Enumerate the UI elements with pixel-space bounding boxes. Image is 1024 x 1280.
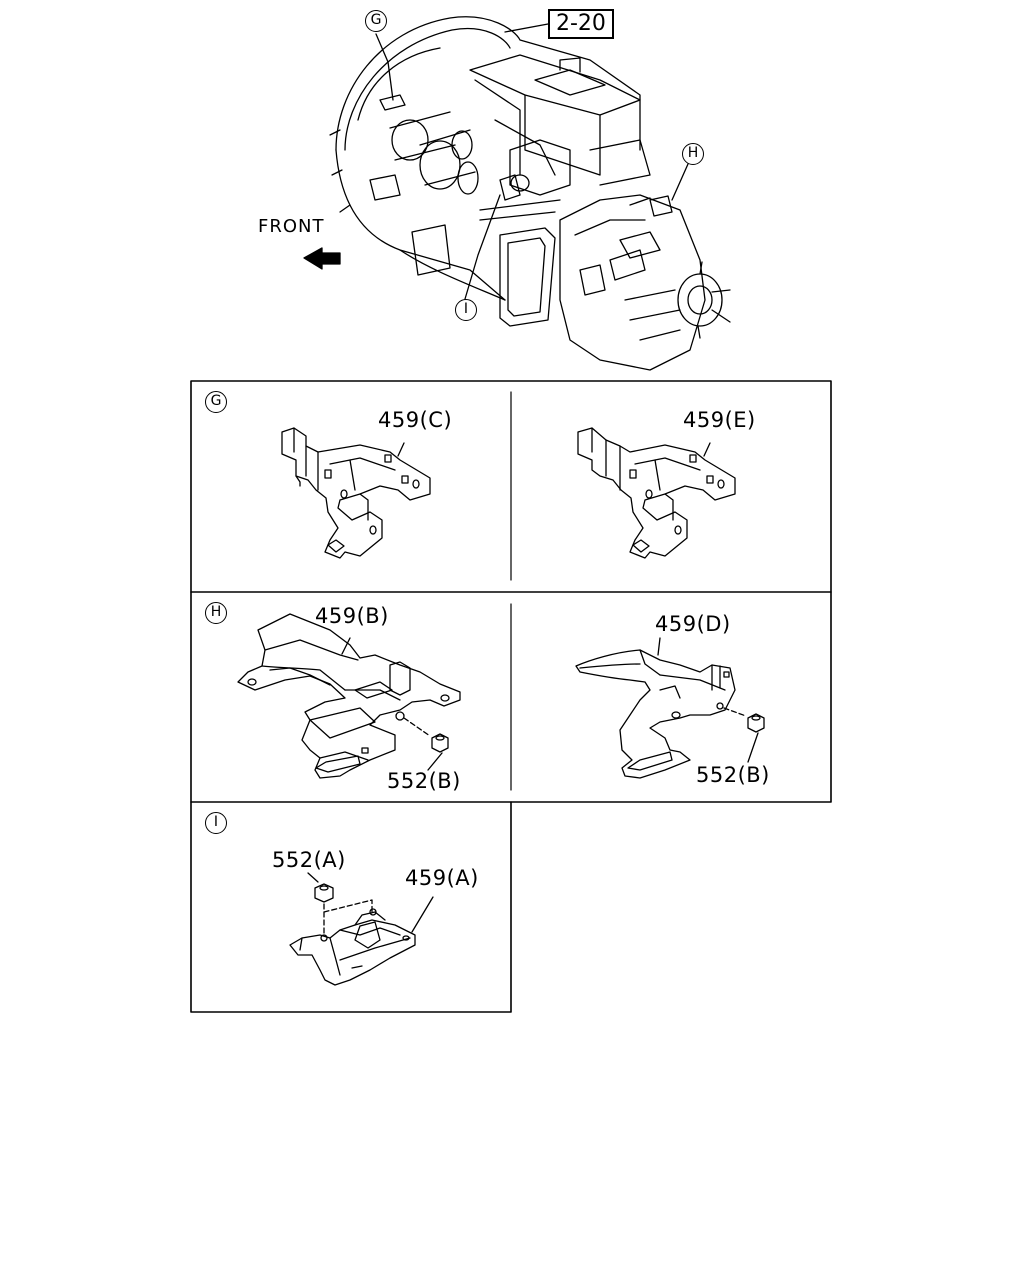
part-label-459c: 459(C) xyxy=(378,408,453,432)
part-label-459e: 459(E) xyxy=(683,408,756,432)
fastener-label-552b-right: 552(B) xyxy=(696,763,770,787)
reference-box: 2-20 xyxy=(548,9,614,39)
fastener-label-552b-left: 552(B) xyxy=(387,769,461,793)
callout-i: I xyxy=(455,299,477,321)
panel-frames xyxy=(191,381,831,1012)
part-label-459b: 459(B) xyxy=(315,604,389,628)
panel-h-badge: H xyxy=(205,602,227,624)
front-label: FRONT xyxy=(258,216,325,237)
fastener-label-552a: 552(A) xyxy=(272,848,346,872)
part-label-459a: 459(A) xyxy=(405,866,479,890)
bracket-459c xyxy=(282,428,430,558)
panel-i-badge: I xyxy=(205,812,227,834)
bracket-459d xyxy=(576,638,764,778)
callout-g: G xyxy=(365,10,387,32)
transmission-illustration xyxy=(304,17,730,370)
reference-label: 2-20 xyxy=(556,11,606,36)
part-label-459d: 459(D) xyxy=(655,612,731,636)
callout-h: H xyxy=(682,143,704,165)
bracket-459a xyxy=(290,873,433,985)
bracket-459b xyxy=(238,614,460,778)
bracket-459e xyxy=(578,428,735,558)
panel-g-badge: G xyxy=(205,391,227,413)
